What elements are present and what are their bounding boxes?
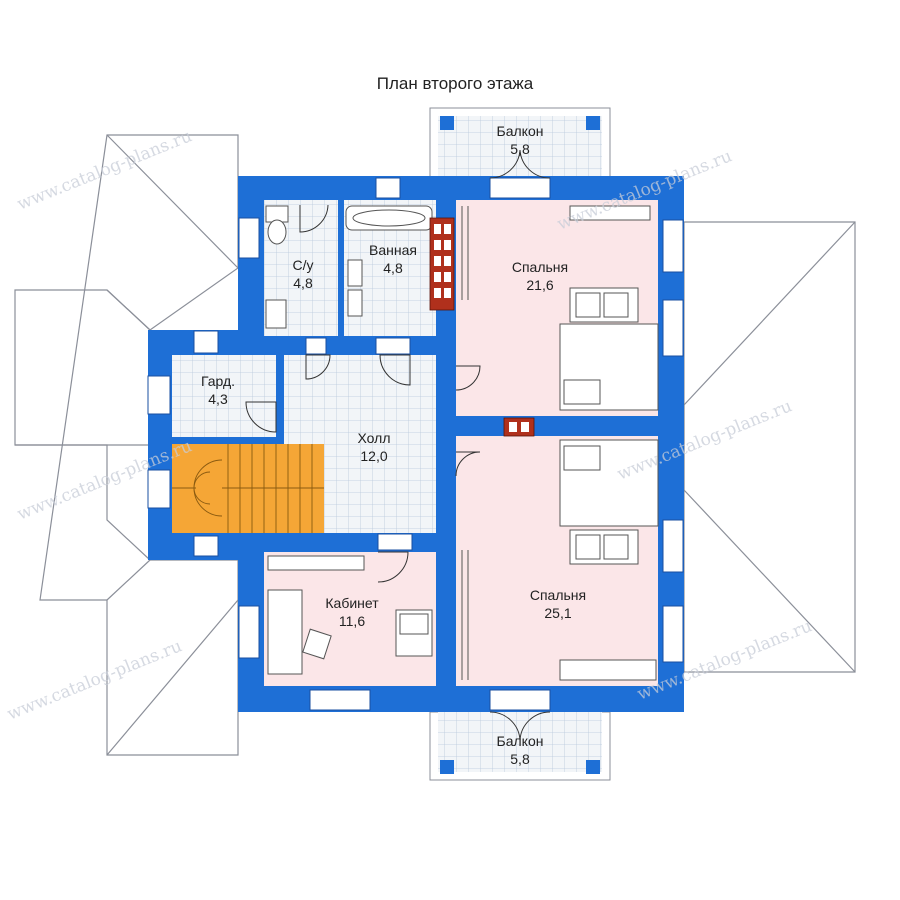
label-study-name: Кабинет bbox=[325, 595, 379, 611]
label-wc-area: 4,8 bbox=[293, 275, 313, 291]
room-labels: С/у 4,8 Ванная 4,8 Спальня 21,6 Гард. 4,… bbox=[201, 123, 586, 767]
bedroom1-furniture bbox=[461, 205, 659, 411]
label-balcony-top-area: 5,8 bbox=[510, 141, 530, 157]
label-bedroom2-name: Спальня bbox=[530, 587, 586, 603]
bedroom2-furniture bbox=[461, 439, 659, 681]
label-bedroom1-area: 21,6 bbox=[526, 277, 553, 293]
label-wardrobe-area: 4,3 bbox=[208, 391, 228, 407]
label-bedroom1-name: Спальня bbox=[512, 259, 568, 275]
stairs bbox=[172, 444, 324, 533]
doors bbox=[245, 149, 551, 741]
label-bath-name: Ванная bbox=[369, 242, 417, 258]
plan-title: План второго этажа bbox=[376, 74, 534, 93]
balcony-top bbox=[429, 107, 611, 181]
label-bedroom2-area: 25,1 bbox=[544, 605, 571, 621]
label-wc-name: С/у bbox=[293, 257, 314, 273]
bathroom-fixtures bbox=[265, 205, 433, 329]
label-balcony-top-name: Балкон bbox=[497, 123, 544, 139]
chimney-flues bbox=[434, 224, 529, 432]
watermark: www.catalog-plans.ru bbox=[4, 636, 185, 724]
label-wardrobe-name: Гард. bbox=[201, 373, 235, 389]
study-furniture bbox=[267, 555, 433, 675]
windows bbox=[147, 177, 684, 711]
label-balcony-bottom-name: Балкон bbox=[497, 733, 544, 749]
label-bath-area: 4,8 bbox=[383, 260, 403, 276]
label-hall-name: Холл bbox=[358, 430, 391, 446]
watermark: www.catalog-plans.ru bbox=[14, 126, 195, 214]
stair-treads bbox=[172, 444, 324, 533]
roof-outline-left bbox=[14, 134, 239, 756]
balcony-bottom bbox=[429, 711, 611, 781]
label-hall-area: 12,0 bbox=[360, 448, 387, 464]
wardrobe-floor bbox=[172, 355, 276, 437]
label-balcony-bottom-area: 5,8 bbox=[510, 751, 530, 767]
label-study-area: 11,6 bbox=[339, 613, 365, 629]
